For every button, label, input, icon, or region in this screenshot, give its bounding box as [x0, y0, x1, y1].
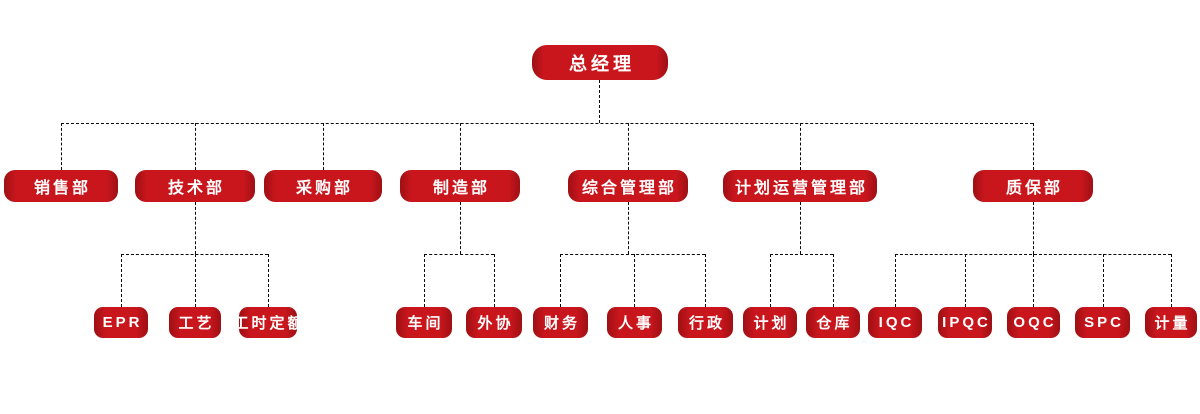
org-node-hr: 人事: [607, 307, 662, 338]
connector-drop-warehouse: [833, 254, 834, 307]
org-node-general-admin-dept: 综合管理部: [568, 170, 688, 202]
connector-drop-oqc: [1033, 254, 1034, 307]
org-node-labor-quota: 工时定额: [234, 307, 303, 338]
connector-drop-tech: [195, 123, 196, 170]
org-node-warehouse: 仓库: [806, 307, 860, 338]
connector-drop-outsourcing: [494, 254, 495, 307]
org-node-planning-ops-dept: 计划运营管理部: [723, 170, 877, 202]
org-node-tech-dept: 技术部: [135, 170, 255, 202]
connector-stub-tech: [195, 202, 196, 254]
connector-drop-finance: [560, 254, 561, 307]
connector-drop-planning-ops: [800, 123, 801, 170]
connector-manufacturing-bus: [424, 254, 494, 255]
connector-planning-ops-bus: [770, 254, 833, 255]
org-node-manufacturing-dept: 制造部: [400, 170, 520, 202]
connector-drop-epr: [121, 254, 122, 307]
org-node-qa-dept: 质保部: [973, 170, 1093, 202]
org-node-oqc: OQC: [1007, 307, 1060, 338]
org-node-finance: 财务: [533, 307, 588, 338]
connector-drop-labor-quota: [268, 254, 269, 307]
org-node-administration: 行政: [678, 307, 733, 338]
connector-drop-process: [195, 254, 196, 307]
connector-level2-bus: [61, 123, 1033, 124]
org-node-metrology: 计量: [1145, 307, 1197, 338]
connector-drop-workshop: [424, 254, 425, 307]
org-node-workshop: 车间: [396, 307, 452, 338]
connector-drop-sales: [61, 123, 62, 170]
org-node-process: 工艺: [169, 307, 221, 338]
connector-stub-general-admin: [628, 202, 629, 254]
connector-drop-hr: [634, 254, 635, 307]
org-node-ipqc: IPQC: [938, 307, 992, 338]
connector-drop-plan: [770, 254, 771, 307]
connector-drop-administration: [705, 254, 706, 307]
connector-drop-manufacturing: [460, 123, 461, 170]
connector-drop-purchasing: [323, 123, 324, 170]
org-node-outsourcing: 外协: [466, 307, 522, 338]
connector-drop-ipqc: [965, 254, 966, 307]
connector-root-drop: [599, 80, 600, 123]
org-node-sales-dept: 销售部: [4, 170, 118, 202]
org-node-plan: 计划: [743, 307, 797, 338]
connector-general-admin-bus: [560, 254, 705, 255]
connector-stub-manufacturing: [460, 202, 461, 254]
org-node-iqc: IQC: [868, 307, 922, 338]
connector-drop-general-admin: [628, 123, 629, 170]
org-node-purchasing-dept: 采购部: [264, 170, 382, 202]
connector-drop-iqc: [895, 254, 896, 307]
org-node-general-manager: 总经理: [532, 45, 668, 80]
connector-stub-planning-ops: [800, 202, 801, 254]
connector-drop-qa: [1033, 123, 1034, 170]
connector-stub-qa: [1033, 202, 1034, 254]
connector-drop-metrology: [1171, 254, 1172, 307]
org-node-spc: SPC: [1075, 307, 1130, 338]
org-node-epr: EPR: [94, 307, 148, 338]
connector-drop-spc: [1103, 254, 1104, 307]
connector-tech-bus: [121, 254, 268, 255]
